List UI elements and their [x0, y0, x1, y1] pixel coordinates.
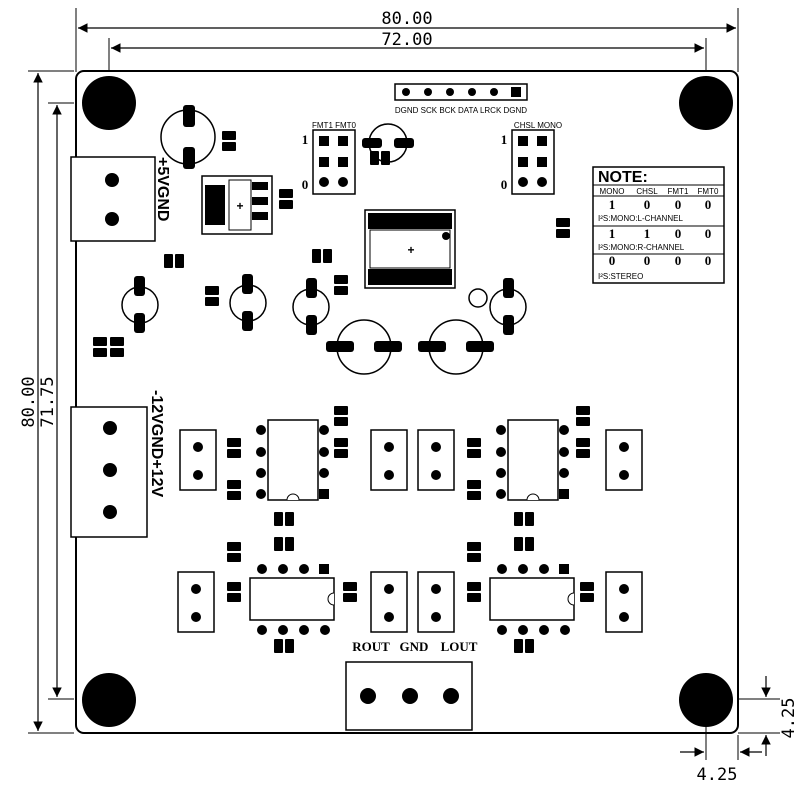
note-cell: 0 — [705, 253, 712, 268]
smd-resistor — [274, 512, 294, 526]
note-cell: 1 — [609, 197, 616, 212]
smd-resistor — [576, 438, 590, 458]
smd-resistor — [110, 337, 124, 357]
smd-resistor — [370, 151, 390, 165]
output-rout-label: ROUT — [352, 639, 390, 654]
smd-resistor — [576, 406, 590, 426]
jumpers-fmt: FMT1 FMT0 1 0 — [302, 121, 357, 195]
electrolytic-capacitor — [160, 105, 216, 169]
film-capacitors — [177, 429, 643, 633]
svg-text:+: + — [236, 199, 243, 213]
note-cell: 0 — [705, 226, 712, 241]
power-5v-label: +5VGND — [154, 157, 171, 221]
mounting-hole — [82, 76, 136, 130]
smd-resistor — [467, 542, 481, 562]
mounting-hole — [679, 76, 733, 130]
jumpers-fmt-row1: 1 — [302, 132, 309, 147]
note-row-caption: I²S:STEREO — [598, 272, 643, 281]
dim-outer-width: 80.00 — [381, 9, 432, 29]
small-capacitors — [121, 274, 527, 335]
power-terminal-12v: -12VGND+12V — [70, 390, 165, 538]
smd-resistor — [334, 438, 348, 458]
dim-outer-height: 80.00 — [19, 376, 39, 427]
svg-text:+: + — [407, 243, 414, 257]
pin-header-label: DGND SCK BCK DATA LRCK DGND — [395, 106, 527, 115]
note-cell: 0 — [675, 253, 682, 268]
smd-resistor — [334, 275, 348, 295]
note-header: FMT0 — [698, 187, 719, 196]
smd-resistor — [279, 189, 293, 209]
jumpers-chsl-row0: 0 — [501, 177, 508, 192]
smd-resistor — [227, 542, 241, 562]
smd-resistor — [343, 582, 357, 602]
mounting-hole — [679, 673, 733, 727]
opamp-dip — [256, 419, 329, 501]
smd-resistor — [312, 249, 332, 263]
opamp-dip — [496, 419, 569, 501]
smd-resistor — [334, 406, 348, 426]
smd-resistor — [467, 582, 481, 602]
voltage-regulator: + — [201, 175, 273, 235]
note-row-caption: I²S:MONO:L-CHANNEL — [598, 214, 683, 223]
dimension-annotations: 80.00 72.00 80.00 71.75 4.25 4.25 — [19, 8, 799, 785]
smd-resistor — [514, 639, 534, 653]
note-cell: 0 — [705, 197, 712, 212]
jumpers-chsl-mono: CHSL MONO 1 0 — [501, 121, 562, 195]
dim-corner-offset-x: 4.25 — [697, 765, 738, 785]
smd-resistor — [222, 131, 236, 151]
dac-chip: + — [364, 209, 456, 289]
mounting-holes — [82, 76, 733, 727]
inductor — [418, 319, 494, 375]
smd-resistor — [227, 480, 241, 500]
jumpers-fmt-row0: 0 — [302, 177, 309, 192]
note-cell: 0 — [609, 253, 616, 268]
power-terminal-5v: +5VGND — [70, 156, 171, 242]
dim-hole-span-vertical: 71.75 — [38, 376, 58, 427]
note-header: FMT1 — [668, 187, 689, 196]
inductor — [326, 319, 402, 375]
note-cell: 1 — [609, 226, 616, 241]
smd-resistor — [164, 254, 184, 268]
smd-resistor — [227, 582, 241, 602]
note-title: NOTE: — [598, 169, 648, 186]
smd-resistor — [580, 582, 594, 602]
note-cell: 0 — [675, 226, 682, 241]
note-cell: 1 — [644, 226, 651, 241]
smd-resistor — [227, 438, 241, 458]
note-row-caption: I²S:MONO:R-CHANNEL — [598, 243, 685, 252]
jumpers-chsl-title: CHSL MONO — [514, 121, 562, 130]
smd-resistor — [514, 537, 534, 551]
smd-resistor — [467, 438, 481, 458]
note-cell: 0 — [644, 197, 651, 212]
board-outline — [75, 70, 739, 734]
jumpers-chsl-row1: 1 — [501, 132, 508, 147]
signal-pin-header: DGND SCK BCK DATA LRCK DGND — [394, 83, 528, 115]
note-cell: 0 — [675, 197, 682, 212]
dim-corner-offset-y: 4.25 — [779, 698, 799, 739]
jumpers-fmt-title: FMT1 FMT0 — [312, 121, 357, 130]
output-terminal: ROUT GND LOUT — [345, 639, 478, 731]
note-header: MONO — [600, 187, 625, 196]
output-gnd-label: GND — [400, 639, 429, 654]
smd-resistor — [467, 480, 481, 500]
smd-resistor — [274, 537, 294, 551]
smd-passives — [93, 131, 594, 653]
power-12v-label: -12VGND+12V — [148, 390, 165, 497]
smd-resistor — [274, 639, 294, 653]
note-cell: 0 — [644, 253, 651, 268]
mounting-hole — [82, 673, 136, 727]
output-lout-label: LOUT — [441, 639, 478, 654]
note-header: CHSL — [636, 187, 658, 196]
opamp-dip — [249, 564, 335, 635]
smd-resistor — [556, 218, 570, 238]
dim-hole-span: 72.00 — [381, 30, 432, 50]
smd-resistor — [93, 337, 107, 357]
smd-resistor — [205, 286, 219, 306]
smd-resistor — [514, 512, 534, 526]
opamp-dip — [489, 564, 575, 635]
